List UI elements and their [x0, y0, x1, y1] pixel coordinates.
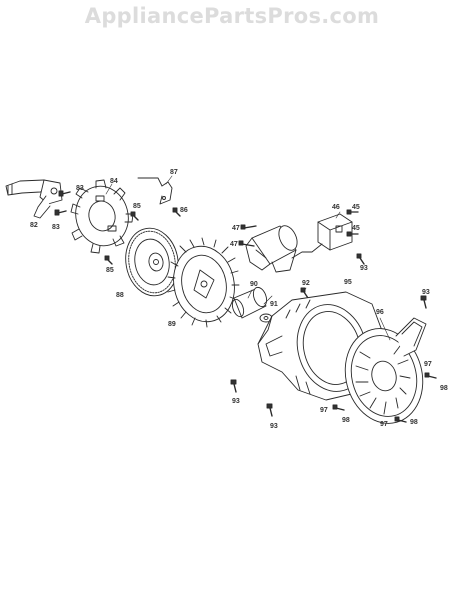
screw-93-right [420, 295, 427, 309]
callout-96: 96 [376, 309, 384, 316]
recoil-starter-part [344, 317, 427, 424]
bracket-87-part [137, 177, 173, 205]
screw-47-top [240, 224, 257, 230]
callout-93-b: 93 [422, 289, 430, 296]
screw-83-b [54, 209, 67, 216]
callout-84: 84 [110, 178, 118, 185]
callout-89: 89 [168, 321, 176, 328]
callout-85-a: 85 [133, 203, 141, 210]
screw-85-top [130, 211, 139, 221]
leader-lines [105, 175, 391, 341]
screw-85-bottom [104, 255, 113, 265]
callout-46: 46 [332, 204, 340, 211]
screw-97-a [332, 404, 345, 411]
callout-83-b: 83 [52, 224, 60, 231]
callout-90: 90 [250, 281, 258, 288]
callout-83-a: 83 [76, 185, 84, 192]
callout-98-a: 98 [342, 417, 350, 424]
screw-45-a [346, 209, 359, 215]
screw-97-c [424, 372, 437, 379]
callout-47-a: 47 [232, 225, 240, 232]
drive-cup-part [231, 286, 268, 319]
callout-86: 86 [180, 207, 188, 214]
screw-45-b [346, 231, 359, 237]
screw-47-bottom [238, 240, 255, 247]
callout-93-c: 93 [232, 398, 240, 405]
callout-85-b: 85 [106, 267, 114, 274]
callout-91: 91 [270, 301, 278, 308]
solenoid-part [291, 213, 353, 259]
starter-motor-part [245, 225, 298, 273]
flywheel-ring-part [125, 227, 179, 297]
callout-92: 92 [302, 280, 310, 287]
screw-92 [300, 287, 309, 299]
finned-flywheel-part [167, 237, 240, 328]
callout-97-c: 97 [424, 361, 432, 368]
screw-93-bottom [266, 403, 273, 417]
callout-47-b: 47 [230, 241, 238, 248]
callout-97-b: 97 [380, 421, 388, 428]
screw-93-left [230, 379, 237, 393]
callout-87: 87 [170, 169, 178, 176]
callout-93-d: 93 [270, 423, 278, 430]
callout-labels: 82 83 83 84 85 85 86 87 88 89 90 91 92 9… [30, 169, 448, 430]
screw-93-right-top [356, 253, 365, 265]
ignition-coil-part [5, 179, 63, 219]
stator-ring-part [70, 179, 134, 254]
screw-86 [172, 207, 181, 217]
callout-45-b: 45 [352, 225, 360, 232]
screw-97-b [394, 416, 407, 423]
screw-83-a [58, 190, 71, 197]
callout-45-a: 45 [352, 204, 360, 211]
callout-97-a: 97 [320, 407, 328, 414]
callout-98-c: 98 [440, 385, 448, 392]
callout-82: 82 [30, 222, 38, 229]
callout-95: 95 [344, 279, 352, 286]
site-watermark: AppliancePartsPros.com [84, 4, 380, 28]
callout-88: 88 [116, 292, 124, 299]
callout-98-b: 98 [410, 419, 418, 426]
callout-93-a: 93 [360, 265, 368, 272]
